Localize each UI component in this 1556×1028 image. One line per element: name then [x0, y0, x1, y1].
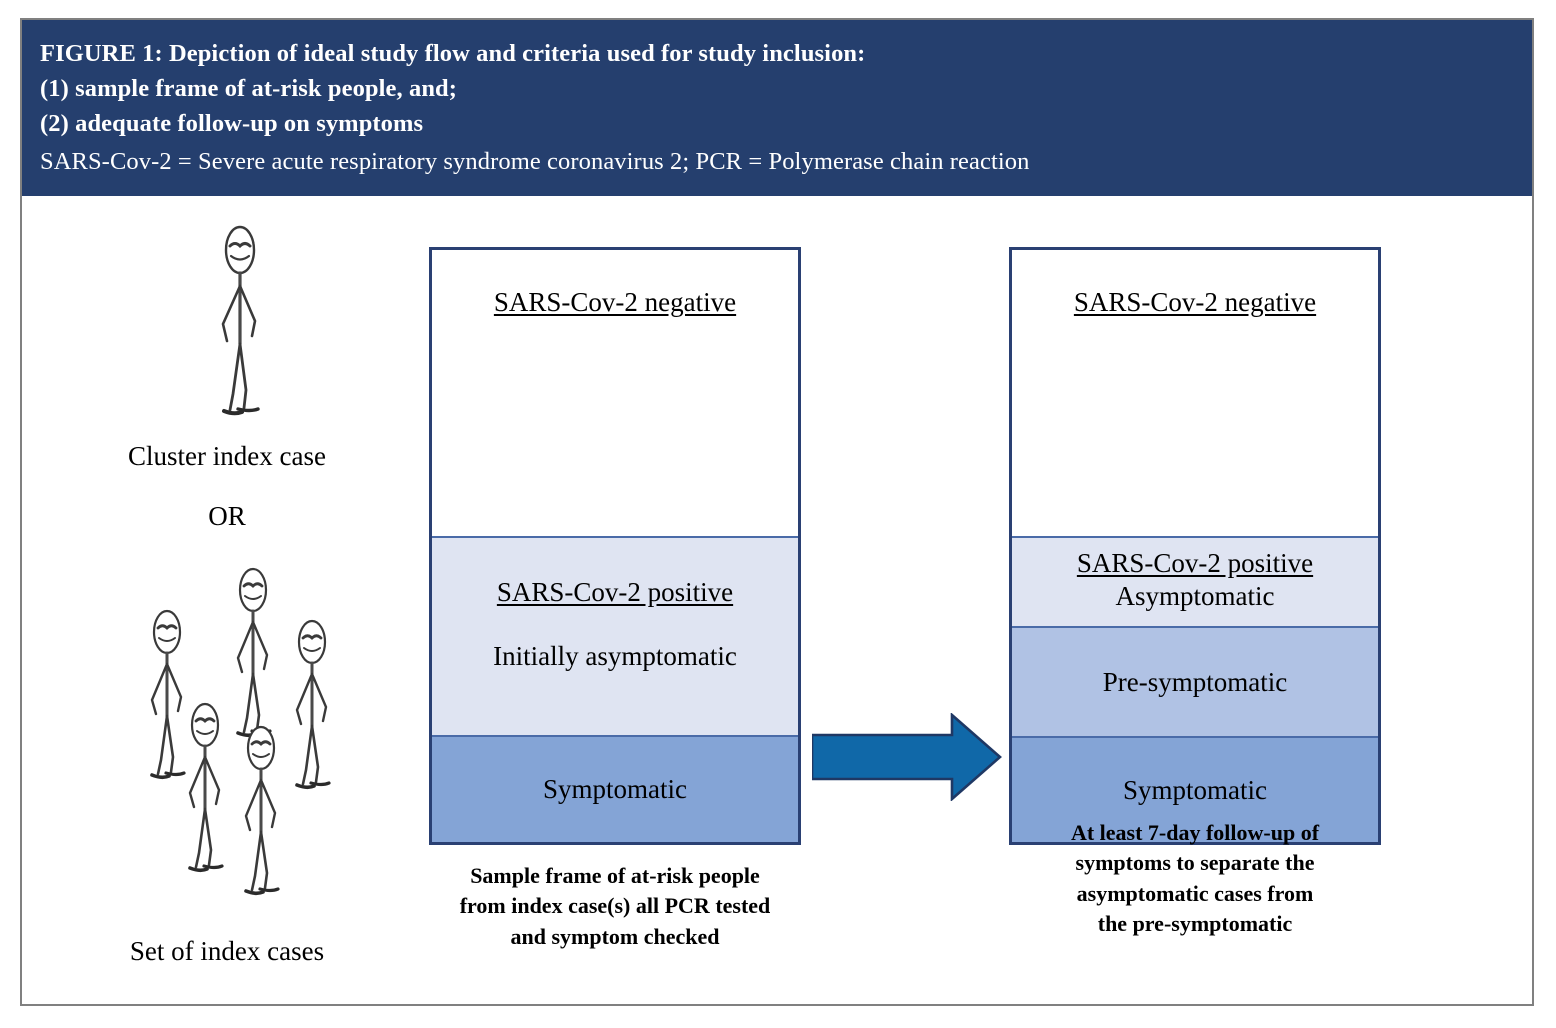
pretest-negative-label: SARS-Cov-2 negative: [493, 287, 737, 317]
posttest-caption-line-3: asymptomatic cases from: [1076, 880, 1314, 906]
figure-body: Cluster index case OR: [22, 196, 1532, 1004]
posttest-positive-label: SARS-Cov-2 positive: [1076, 548, 1314, 578]
pretest-symptomatic-label: Symptomatic: [543, 774, 687, 805]
right-block-arrow-icon: [810, 712, 1002, 802]
posttest-box-caption: At least 7-day follow-up of symptoms to …: [999, 818, 1391, 939]
set-of-index-cases-label: Set of index cases: [129, 936, 325, 966]
or-label: OR: [208, 501, 246, 531]
posttest-caption-line-2: symptoms to separate the: [1075, 850, 1315, 876]
stick-people-group-icon: [127, 566, 397, 906]
posttest-followup-box: SARS-Cov-2 negative SARS-Cov-2 positive …: [1009, 247, 1381, 845]
pretest-sample-frame-box: SARS-Cov-2 negative SARS-Cov-2 positive …: [429, 247, 801, 845]
pretest-caption-line-2: from index case(s) all PCR tested: [459, 893, 771, 919]
posttest-band-symptomatic: Symptomatic: [1012, 736, 1378, 842]
pretest-positive-sublabel: Initially asymptomatic: [493, 640, 737, 671]
pretest-positive-label: SARS-Cov-2 positive: [496, 577, 734, 607]
pretest-caption-line-1: Sample frame of at-risk people: [470, 863, 760, 888]
figure-header-line-3: (2) adequate follow-up on symptoms: [40, 110, 424, 137]
figure-header-line-2: (1) sample frame of at-risk people, and;: [40, 75, 458, 102]
figure-header: FIGURE 1: Depiction of ideal study flow …: [22, 20, 1532, 196]
posttest-band-presymptomatic: Pre-symptomatic: [1012, 626, 1378, 736]
posttest-caption-line-1: At least 7-day follow-up of: [1070, 820, 1320, 845]
pretest-band-negative: SARS-Cov-2 negative: [432, 250, 798, 536]
posttest-negative-label: SARS-Cov-2 negative: [1073, 287, 1317, 317]
posttest-band-positive: SARS-Cov-2 positive Asymptomatic: [1012, 536, 1378, 626]
figure-frame: FIGURE 1: Depiction of ideal study flow …: [20, 18, 1534, 1006]
pretest-box-caption: Sample frame of at-risk people from inde…: [419, 861, 811, 952]
posttest-presymptomatic-label: Pre-symptomatic: [1102, 666, 1288, 697]
posttest-caption-line-4: the pre-symptomatic: [1097, 911, 1293, 937]
pretest-band-positive: SARS-Cov-2 positive Initially asymptomat…: [432, 536, 798, 735]
stick-person-icon: [200, 224, 280, 419]
posttest-band-negative: SARS-Cov-2 negative: [1012, 250, 1378, 536]
index-case-column: Cluster index case OR: [32, 196, 422, 1004]
posttest-positive-sublabel: Asymptomatic: [1115, 580, 1275, 611]
figure-header-line-1: FIGURE 1: Depiction of ideal study flow …: [40, 40, 866, 67]
posttest-symptomatic-label: Symptomatic: [1123, 774, 1267, 805]
figure-header-abbreviations: SARS-Cov-2 = Severe acute respiratory sy…: [40, 148, 1030, 175]
pretest-caption-line-3: and symptom checked: [510, 923, 720, 949]
pretest-band-symptomatic: Symptomatic: [432, 735, 798, 842]
cluster-index-case-label: Cluster index case: [128, 441, 326, 471]
